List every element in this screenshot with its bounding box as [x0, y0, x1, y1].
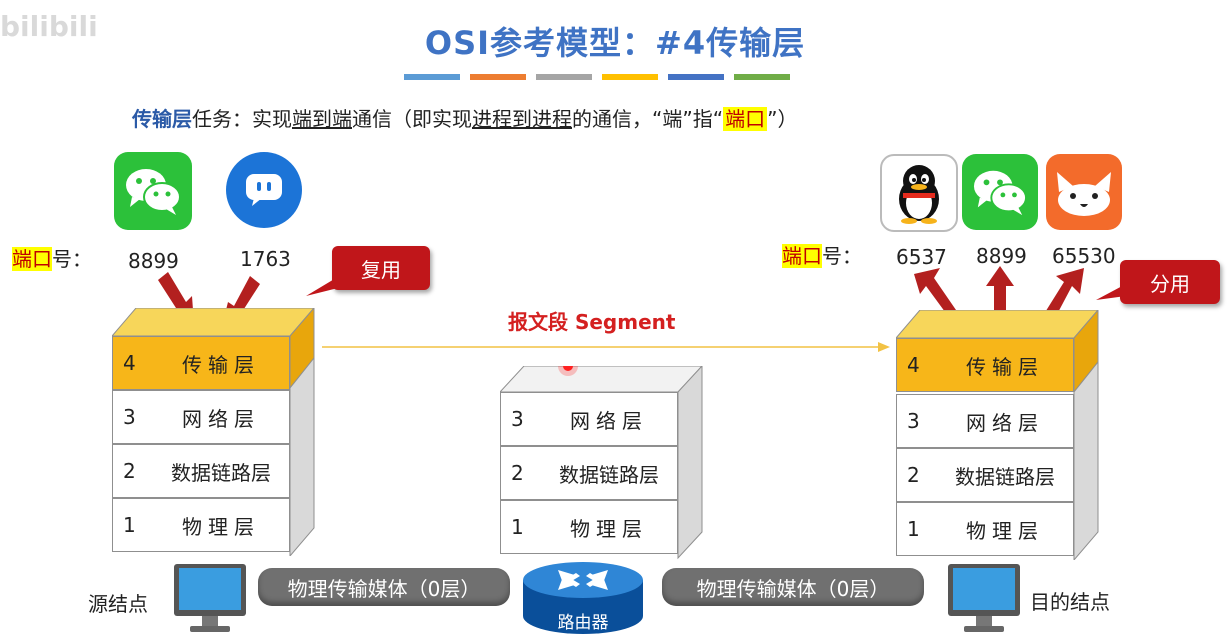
destination-layer-2: 2 数据链路层: [896, 448, 1074, 502]
router-layer-2: 2 数据链路层: [500, 446, 678, 500]
desc-part-1: 任务：实现: [192, 107, 292, 131]
layer-number: 2: [123, 459, 136, 483]
layer-name: 数据链路层: [955, 464, 1055, 489]
title-bar-1: [470, 74, 526, 80]
right-port-3: 65530: [1052, 244, 1116, 268]
source-layer-4: 4 传输层: [112, 336, 290, 390]
layer-number: 2: [907, 463, 920, 487]
wechat-app-icon: [114, 152, 192, 230]
router-osi-stack: 3 网络层 2 数据链路层 1 物理层: [500, 366, 706, 560]
desc-port-highlight: 端口: [723, 107, 768, 131]
source-layer-2: 2 数据链路层: [112, 444, 290, 498]
router-layer-3: 3 网络层: [500, 392, 678, 446]
layer-name: 传输层: [966, 354, 1044, 379]
layer-number: 3: [511, 407, 524, 431]
desc-part-4: ”）: [767, 107, 798, 131]
desc-end-to-end: 端到端: [292, 107, 352, 131]
port-label-highlight: 端口: [782, 244, 822, 268]
transport-layer-keyword: 传输层: [132, 107, 192, 131]
source-node-label: 源结点: [88, 592, 148, 616]
router-layer-1: 1 物理层: [500, 500, 678, 554]
segment-arrow: [322, 342, 890, 352]
multiplex-callout: 复用: [332, 246, 430, 290]
layer-name: 网络层: [570, 408, 648, 433]
router-icon: [523, 562, 643, 634]
segment-label: 报文段 Segment: [508, 310, 676, 334]
source-computer-icon: [174, 564, 246, 632]
wechat-app-icon-right: [962, 154, 1038, 230]
chat-app-icon: [226, 152, 302, 228]
fox-app-icon: [1046, 154, 1122, 230]
layer-number: 3: [123, 405, 136, 429]
layer-name: 数据链路层: [559, 462, 659, 487]
left-port-2: 1763: [240, 247, 291, 271]
layer-number: 1: [511, 515, 524, 539]
layer-number: 1: [123, 513, 136, 537]
left-port-1: 8899: [128, 249, 179, 273]
layer-name: 物理层: [570, 516, 648, 541]
destination-layer-1: 1 物理层: [896, 502, 1074, 556]
layer-number: 2: [511, 461, 524, 485]
right-port-label: 端口号：: [782, 240, 862, 269]
layer-name: 物理层: [966, 518, 1044, 543]
destination-layer-3: 3 网络层: [896, 394, 1074, 448]
task-description: 传输层任务：实现端到端通信（即实现进程到进程的通信，“端”指“端口”）: [132, 103, 797, 132]
multiplex-callout-tail: [306, 272, 346, 296]
title-color-bars: [404, 74, 790, 80]
source-osi-stack: 4 传输层 3 网络层 2 数据链路层 1 物理层: [112, 308, 322, 556]
layer-number: 1: [907, 517, 920, 541]
layer-number: 4: [123, 351, 136, 375]
layer-name: 传输层: [182, 352, 260, 377]
destination-layer-4: 4 传输层: [896, 338, 1074, 392]
source-layer-1: 1 物理层: [112, 498, 290, 552]
left-port-label: 端口号：: [12, 243, 92, 272]
port-label-rest: 号：: [822, 244, 862, 268]
destination-stack-3d: [896, 310, 1099, 560]
desc-part-2: 通信（即实现: [352, 107, 472, 131]
right-port-1: 6537: [896, 245, 947, 269]
demultiplex-callout-tail: [1096, 284, 1126, 300]
right-port-2: 8899: [976, 244, 1027, 268]
demultiplex-callout: 分用: [1120, 260, 1220, 304]
layer-name: 网络层: [182, 406, 260, 431]
slide-title: OSI参考模型：#4传输层: [424, 24, 806, 62]
source-stack-3d: [112, 308, 315, 556]
qq-app-icon: [880, 154, 958, 232]
layer-name: 数据链路层: [171, 460, 271, 485]
layer-number: 3: [907, 409, 920, 433]
destination-osi-stack: 4 传输层 3 网络层 2 数据链路层 1 物理层: [896, 310, 1106, 560]
destination-computer-icon: [948, 564, 1020, 632]
desc-part-3: 的通信，“端”指“: [572, 107, 724, 131]
title-bar-0: [404, 74, 460, 80]
source-layer-3: 3 网络层: [112, 390, 290, 444]
desc-process-to-process: 进程到进程: [472, 107, 572, 131]
layer-name: 网络层: [966, 410, 1044, 435]
title-bar-2: [536, 74, 592, 80]
port-label-highlight: 端口: [12, 247, 52, 271]
right-physical-medium: 物理传输媒体（0层）: [662, 568, 924, 606]
destination-node-label: 目的结点: [1030, 590, 1110, 614]
title-bar-4: [668, 74, 724, 80]
right-up-arrows: [914, 266, 1084, 322]
left-physical-medium: 物理传输媒体（0层）: [258, 568, 510, 606]
layer-number: 4: [907, 353, 920, 377]
router-label: 路由器: [557, 613, 609, 633]
title-bar-3: [602, 74, 658, 80]
bilibili-watermark: bilibili: [0, 10, 98, 43]
port-label-rest: 号：: [52, 247, 92, 271]
router-stack-3d: [500, 366, 703, 560]
title-bar-5: [734, 74, 790, 80]
layer-name: 物理层: [182, 514, 260, 539]
